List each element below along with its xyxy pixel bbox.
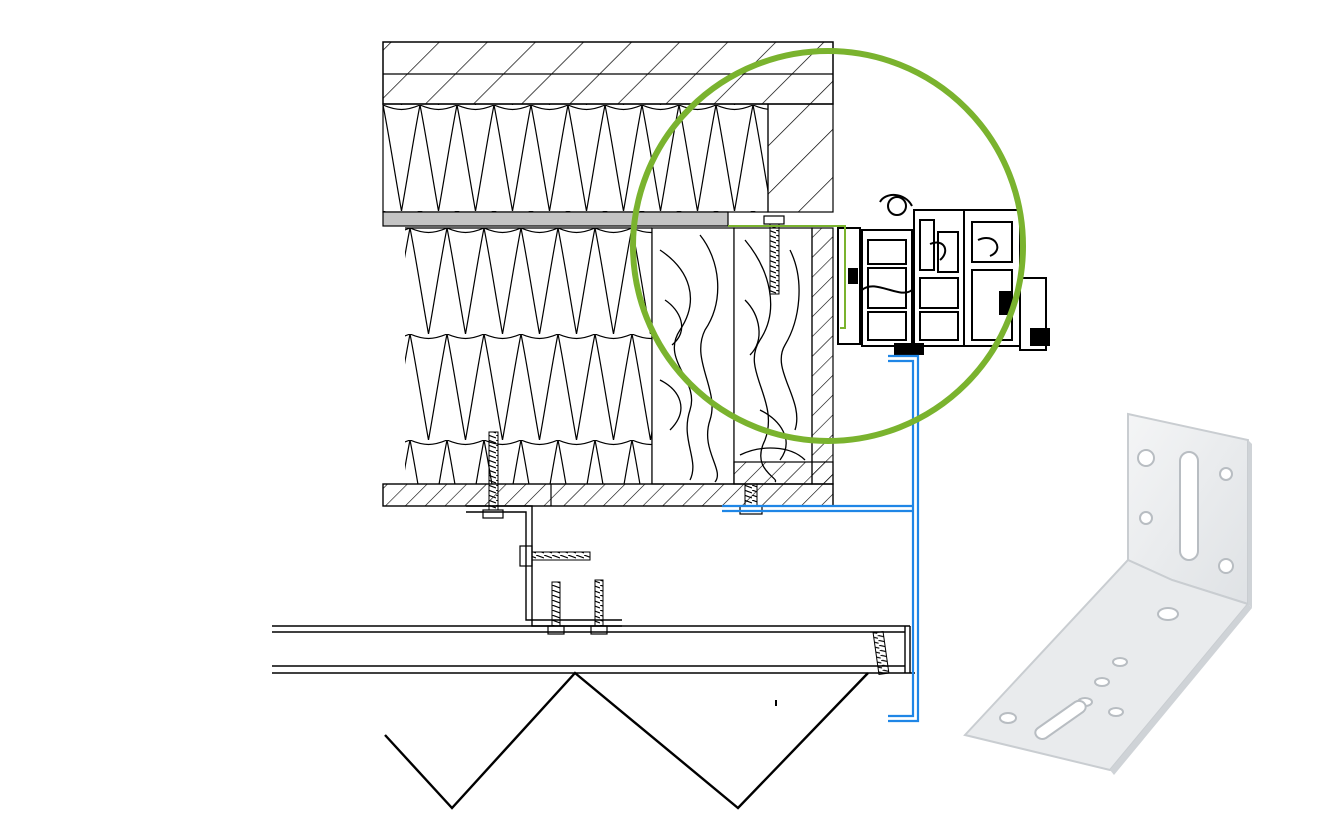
bracket-slot-vertical	[1179, 451, 1199, 561]
bracket-slot-horizontal	[1034, 700, 1087, 740]
screw-horizontal	[529, 551, 591, 561]
screw-bottom-left	[488, 431, 499, 511]
window-frame-profile	[837, 194, 1050, 355]
bracket-3d-render	[963, 412, 1252, 775]
screw-rail-3	[872, 630, 890, 676]
soffit-rail	[272, 625, 915, 674]
green-guide-line	[728, 225, 846, 329]
screw-timber	[769, 221, 780, 295]
highlight-circle	[630, 48, 1026, 444]
zigzag-cladding	[384, 671, 869, 810]
upper-insulation	[382, 103, 834, 213]
flashing	[722, 354, 920, 723]
timber-frame	[651, 227, 834, 485]
screws	[482, 215, 890, 676]
membrane-strip	[382, 211, 729, 227]
top-board	[382, 41, 834, 105]
bottom-board	[382, 483, 834, 507]
screw-rail-2	[594, 579, 604, 627]
lower-insulation	[405, 227, 653, 484]
